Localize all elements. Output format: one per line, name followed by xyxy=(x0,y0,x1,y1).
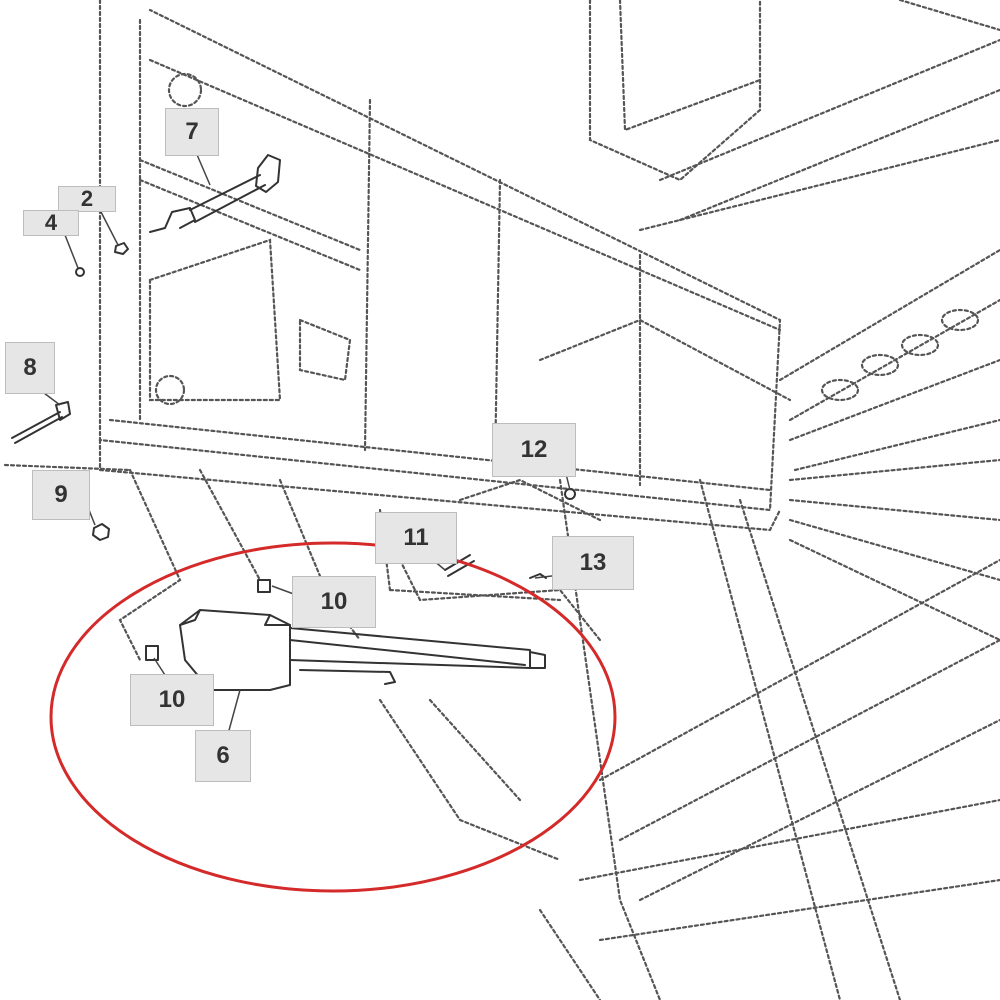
part-2-nut xyxy=(114,242,129,255)
callout-11: 11 xyxy=(375,512,457,564)
part-4-bolt xyxy=(75,267,85,277)
upper-structure xyxy=(588,0,1000,232)
callout-10-upper: 10 xyxy=(292,576,376,628)
frame-plate xyxy=(98,0,782,532)
part-8-pin xyxy=(11,401,71,444)
callout-6: 6 xyxy=(195,730,251,782)
callout-13: 13 xyxy=(552,536,634,590)
callout-2: 2 xyxy=(58,186,116,212)
part-7-cable xyxy=(149,154,281,233)
part-10-bushing-upper xyxy=(257,579,271,593)
callout-10-lower: 10 xyxy=(130,674,214,726)
callout-9: 9 xyxy=(32,470,90,520)
highlight-ellipse xyxy=(49,541,617,893)
callout-8: 8 xyxy=(5,342,55,394)
part-12-nut xyxy=(564,488,576,500)
part-10-bushing-lower xyxy=(145,645,159,661)
callout-7: 7 xyxy=(165,108,219,156)
part-6-actuator xyxy=(179,609,546,691)
callout-4: 4 xyxy=(23,210,79,236)
part-9-nut xyxy=(92,523,110,541)
callout-12: 12 xyxy=(492,423,576,477)
cross-beam xyxy=(778,248,1000,642)
